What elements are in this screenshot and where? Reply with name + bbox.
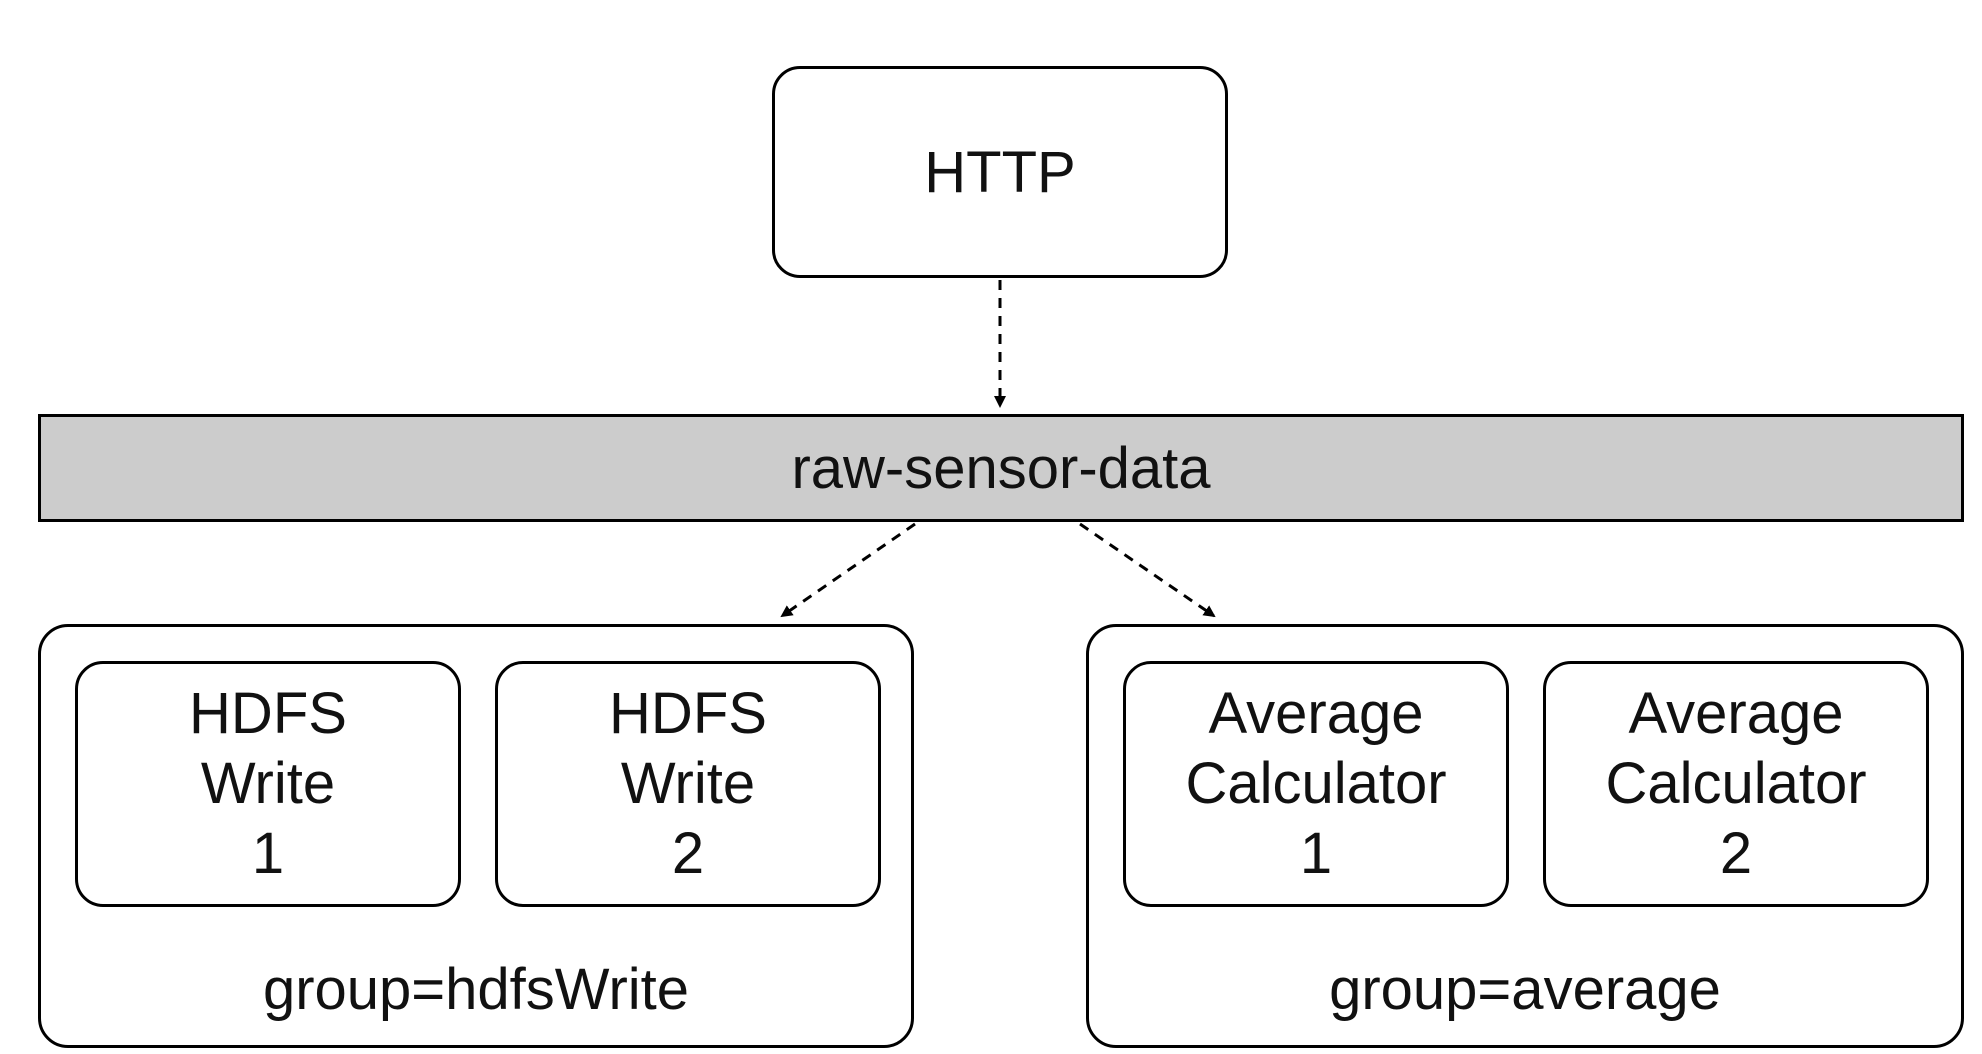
arrow-topic-to-average-group bbox=[1079, 522, 1216, 618]
group-label-hdfs-write: group=hdfsWrite bbox=[262, 957, 690, 1022]
consumer-line: 1 bbox=[1299, 821, 1333, 886]
consumer-line: Average bbox=[1208, 681, 1424, 746]
consumer-line: Calculator bbox=[1185, 751, 1447, 816]
consumer-line: HDFS bbox=[189, 681, 347, 746]
consumer-group-average: Average Calculator 1 Average Calculator … bbox=[1086, 624, 1964, 1048]
consumer-line: Write bbox=[620, 751, 756, 816]
consumer-group-hdfs-write: HDFS Write 1 HDFS Write 2 group=hdfsWrit… bbox=[38, 624, 914, 1048]
consumer-line: 2 bbox=[671, 821, 705, 886]
topic-bar: raw-sensor-data bbox=[38, 414, 1964, 522]
consumer-hdfs-write-2: HDFS Write 2 bbox=[495, 661, 881, 907]
consumer-line: Average bbox=[1628, 681, 1844, 746]
consumer-average-calculator-2: Average Calculator 2 bbox=[1543, 661, 1929, 907]
topic-label: raw-sensor-data bbox=[791, 435, 1211, 501]
arrow-topic-to-hdfs-group bbox=[780, 522, 916, 618]
group-label-average: group=average bbox=[1329, 957, 1721, 1022]
consumer-hdfs-write-1: HDFS Write 1 bbox=[75, 661, 461, 907]
consumer-line: Calculator bbox=[1605, 751, 1867, 816]
http-source-node: HTTP bbox=[772, 66, 1228, 278]
consumer-line: 1 bbox=[251, 821, 285, 886]
consumer-line: HDFS bbox=[609, 681, 767, 746]
consumer-line: Write bbox=[200, 751, 336, 816]
consumer-average-calculator-1: Average Calculator 1 bbox=[1123, 661, 1509, 907]
http-source-label: HTTP bbox=[924, 139, 1076, 205]
consumer-line: 2 bbox=[1719, 821, 1753, 886]
